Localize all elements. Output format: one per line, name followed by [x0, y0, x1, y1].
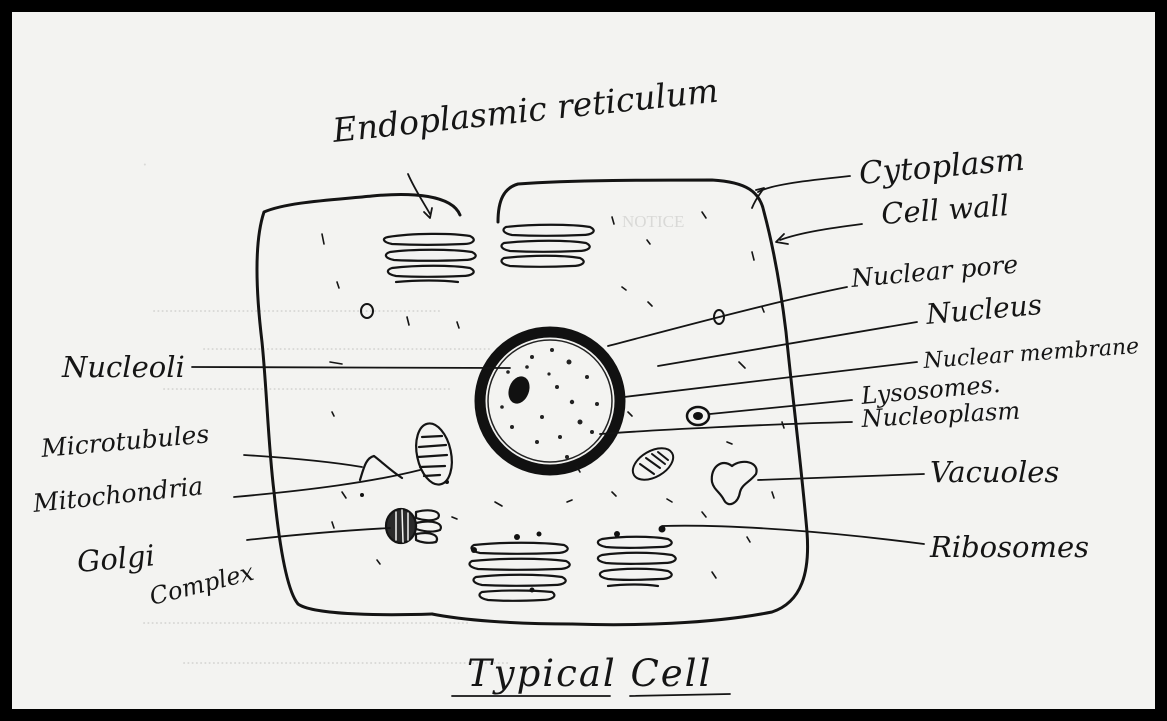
label-vacuoles: Vacuoles: [930, 455, 1059, 489]
diagram-title: Typical Cell: [467, 652, 712, 695]
label-complex: Complex: [147, 558, 257, 611]
svg-text:..............................: ........................................…: [202, 335, 491, 354]
small-organelle: [627, 442, 678, 487]
cell-diagram: · NOTICE ...............................…: [12, 12, 1155, 709]
svg-text:..............................: ........................................…: [142, 609, 469, 628]
label-ribosomes: Ribosomes: [929, 530, 1089, 564]
vacuole: [712, 462, 757, 504]
label-nuclear-pore: Nuclear pore: [849, 249, 1019, 293]
svg-text:..............................: ........................................…: [162, 375, 451, 394]
svg-text:..............................: ........................................…: [182, 649, 509, 668]
lysosome: [687, 407, 709, 425]
label-endoplasmic-reticulum: Endoplasmic reticulum: [330, 71, 720, 150]
svg-text:·: ·: [142, 155, 148, 174]
mitochondria: [411, 420, 457, 488]
label-microtubules: Microtubules: [39, 419, 210, 463]
label-cell-wall: Cell wall: [880, 188, 1010, 231]
golgi-complex: [386, 509, 441, 543]
label-mitochondria: Mitochondria: [31, 471, 205, 518]
cell-wall-left: [257, 194, 460, 614]
endoplasmic-reticulum-top: [384, 225, 594, 282]
microtubule-structure: [360, 456, 402, 480]
label-nuclear-membrane: Nuclear membrane: [922, 334, 1140, 374]
label-golgi: Golgi: [76, 538, 156, 579]
endoplasmic-reticulum-bottom: [470, 537, 676, 601]
svg-text:..............................: ........................................…: [152, 297, 441, 316]
nucleus: [480, 332, 620, 470]
label-cytoplasm: Cytoplasm: [858, 142, 1026, 192]
label-nucleoli: Nucleoli: [61, 350, 185, 384]
svg-text:NOTICE: NOTICE: [622, 212, 684, 231]
paper-sheet: · NOTICE ...............................…: [12, 12, 1155, 709]
label-nucleus: Nucleus: [924, 288, 1044, 331]
